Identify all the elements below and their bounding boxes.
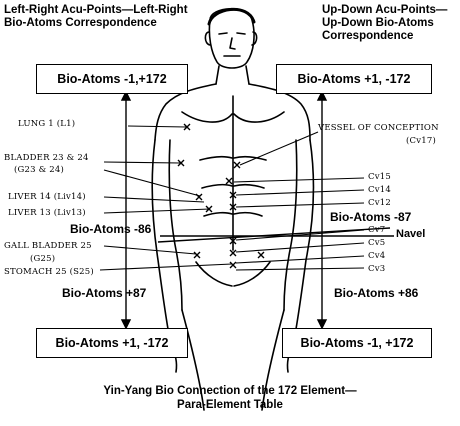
top-left-box: Bio-Atoms -1,+172 (36, 64, 188, 94)
bio-atoms-left-mid: Bio-Atoms -86 (70, 222, 152, 236)
navel-label: Navel (396, 228, 426, 240)
gall-bladder-code-label: (G25) (30, 254, 56, 264)
bottom-right-box: Bio-Atoms -1, +172 (282, 328, 432, 358)
lung-label: LUNG 1 (L1) (18, 119, 76, 129)
bladder-label: BLADDER 23 & 24 (4, 153, 89, 163)
cv4-label: Cv4 (368, 251, 386, 261)
cv12-label: Cv12 (368, 198, 391, 208)
cv7-label: Cv7 (368, 225, 386, 235)
right-header: Up-Down Acu-Points—Up-Down Bio-Atoms Cor… (322, 4, 448, 42)
bio-atoms-right-mid: Bio-Atoms -87 (330, 210, 412, 224)
stomach-label: STOMACH 25 (S25) (4, 267, 94, 277)
cv3-label: Cv3 (368, 264, 386, 274)
cv5-label: Cv5 (368, 238, 386, 248)
bio-atoms-right-low: Bio-Atoms +86 (334, 286, 419, 300)
liver13-label: LIVER 13 (Liv13) (8, 208, 86, 218)
vessel-label: VESSEL OF CONCEPTION (318, 123, 439, 133)
gall-bladder-label: GALL BLADDER 25 (4, 241, 92, 251)
cv15-label: Cv15 (368, 172, 391, 182)
vessel-code-label: (Cv17) (406, 136, 436, 146)
cv14-label: Cv14 (368, 185, 391, 195)
bio-atoms-left-low: Bio-Atoms +87 (62, 286, 147, 300)
bladder-code-label: (G23 & 24) (14, 165, 65, 175)
bottom-left-box: Bio-Atoms +1, -172 (36, 328, 188, 358)
liver14-label: LIVER 14 (Liv14) (8, 192, 86, 202)
caption: Yin-Yang Bio Connection of the 172 Eleme… (103, 385, 357, 411)
top-right-box: Bio-Atoms +1, -172 (276, 64, 432, 94)
left-header: Left-Right Acu-Points—Left-Right Bio-Ato… (4, 4, 188, 29)
